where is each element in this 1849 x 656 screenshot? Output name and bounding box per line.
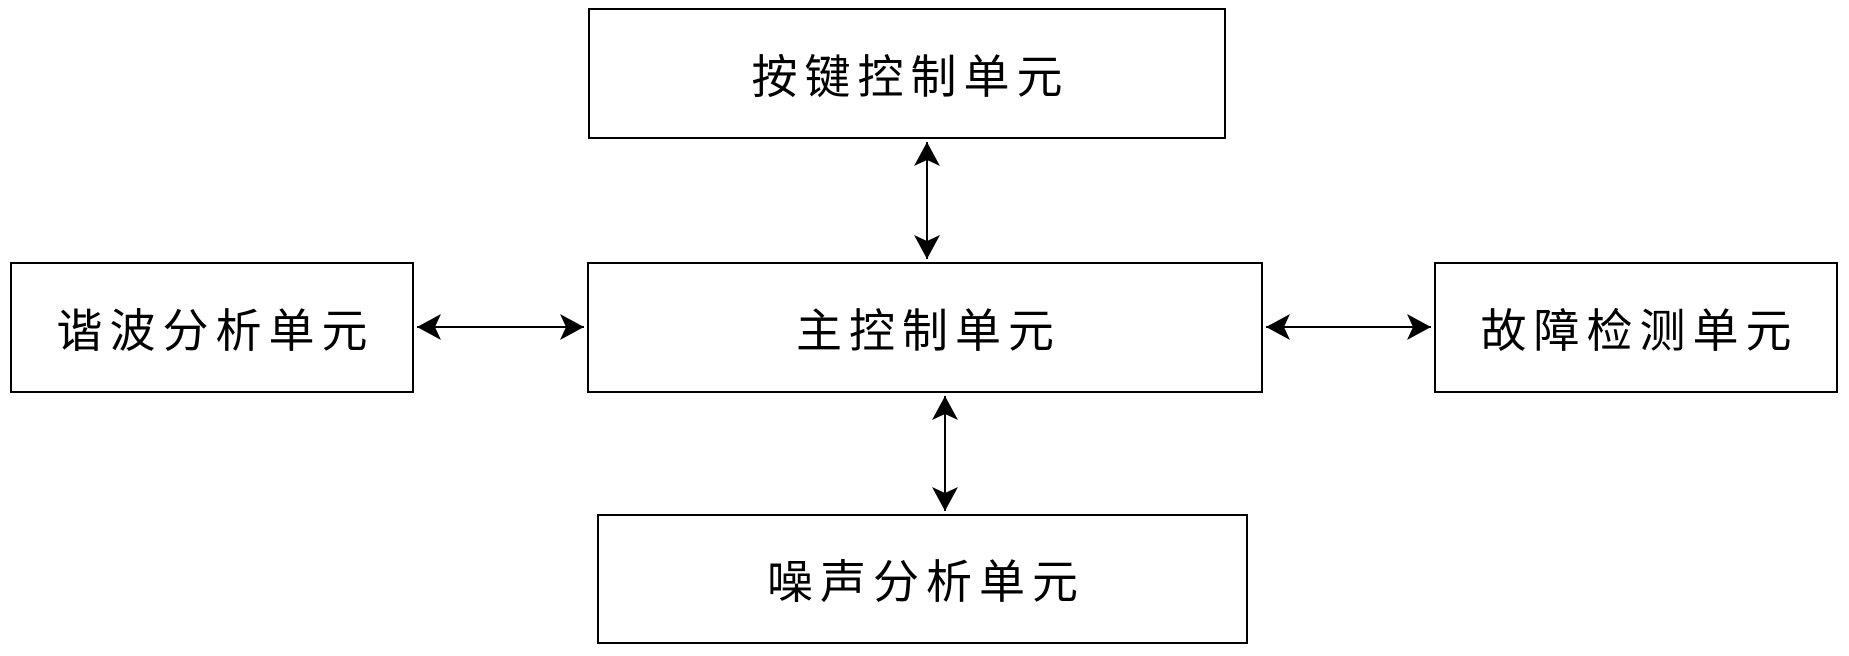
noise-analysis-unit-label: 噪声分析单元 [767,557,1085,608]
harmonic-analysis-unit-box: 谐波分析单元 [10,262,414,393]
key-control-unit-box: 按键控制单元 [588,8,1226,139]
main-control-unit-label: 主控制单元 [796,305,1061,357]
harmonic-analysis-unit-label: 谐波分析单元 [56,305,375,357]
key-control-unit-label: 按键控制单元 [751,51,1070,103]
noise-analysis-unit-box: 噪声分析单元 [597,514,1248,644]
fault-detection-unit-label: 故障检测单元 [1480,305,1799,357]
fault-detection-unit-box: 故障检测单元 [1434,262,1838,393]
main-control-unit-box: 主控制单元 [587,262,1263,393]
